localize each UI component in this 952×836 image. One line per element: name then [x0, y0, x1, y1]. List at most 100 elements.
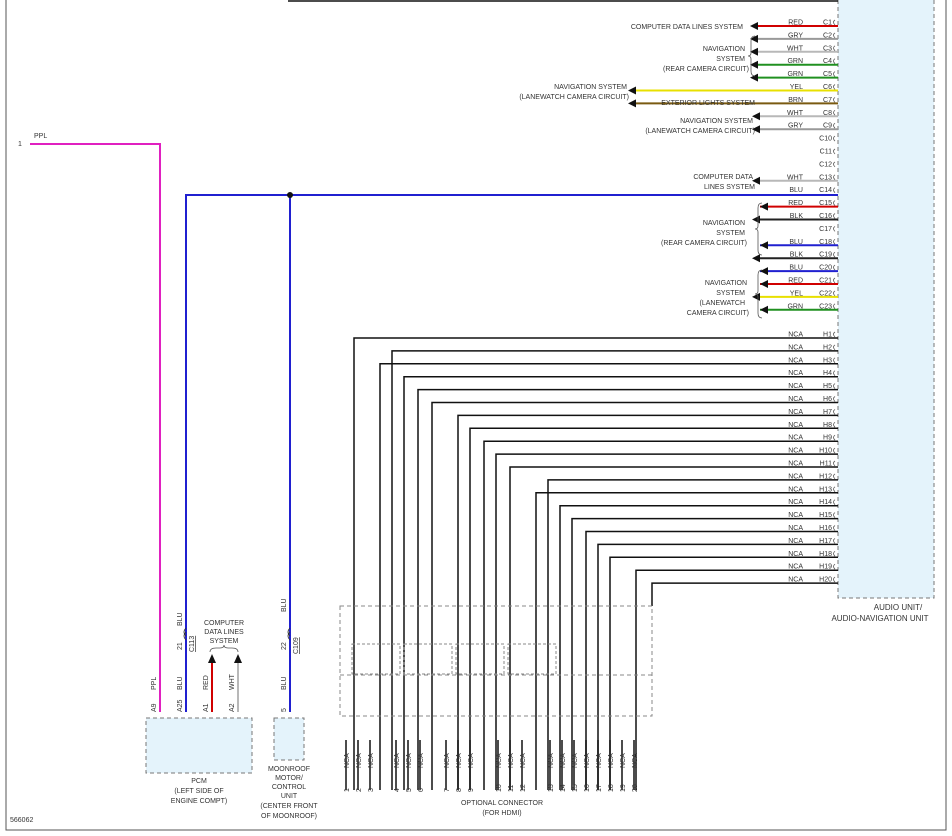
c-pin-arrow-out	[750, 34, 758, 43]
c-pin-arrow-out	[752, 112, 760, 121]
exterior-lights-label: EXTERIOR LIGHTS SYSTEM	[661, 100, 755, 107]
h-pin-wire	[547, 479, 838, 790]
h-pin-wire-color: NCA	[788, 577, 803, 584]
c-pin-connector	[833, 174, 836, 181]
c-pin-label: C18	[819, 239, 832, 246]
moonroof-wire-above: BLU	[281, 598, 288, 612]
pcm-wire-a9: PPL	[151, 677, 158, 690]
h-pin-wire	[585, 530, 838, 790]
h-pin-connector	[833, 460, 836, 467]
optional-pin-wire-color: NCA	[456, 753, 463, 768]
c-pin-wire-color: RED	[788, 200, 803, 207]
h-pin-label: H18	[819, 551, 832, 558]
c-pin-label: C6	[823, 84, 832, 91]
pcm-sub-label-2: DATA LINES	[204, 629, 244, 636]
optional-pin-wire-color: NCA	[344, 753, 351, 768]
h-pin-wire-color: NCA	[788, 332, 803, 339]
h-pin-connector	[833, 447, 836, 454]
c-pin-wire-color: RED	[788, 20, 803, 27]
shield-box-3	[455, 643, 505, 675]
c-pin-label: C1	[823, 20, 832, 27]
optional-pin-number: 3	[368, 788, 375, 792]
moonroof-wire-label: BLU	[281, 676, 288, 690]
c-pin-connector	[833, 122, 836, 129]
optional-pin-wire-color: NCA	[548, 753, 555, 768]
h-pin-wire-color: NCA	[788, 486, 803, 493]
h-pin-wire-color: NCA	[788, 448, 803, 455]
c-pin-connector	[833, 32, 836, 39]
optional-pin-number: 16	[584, 784, 591, 792]
c-pin-label: C20	[819, 265, 832, 272]
h-pin-label: H8	[823, 422, 832, 429]
blu-splice	[287, 192, 293, 198]
optional-pin-number: 2	[356, 788, 363, 792]
c-pin-arrow-out	[750, 22, 758, 30]
diagram-frame	[5, 0, 947, 831]
pcm-wire-above: BLU	[177, 612, 184, 626]
c-pin-label: C15	[819, 200, 832, 207]
h-pin-wire	[495, 453, 838, 790]
optional-pin-wire-color: NCA	[418, 753, 425, 768]
h-pin-wire	[635, 569, 838, 790]
ppl-wire	[30, 143, 161, 712]
nav-lane-label-1a: NAVIGATION SYSTEM	[554, 84, 627, 91]
moonroof-label-4: UNIT	[281, 793, 298, 800]
c-pin-label: C4	[823, 58, 832, 65]
h-pin-wire	[379, 363, 838, 790]
c-pin-connector	[833, 264, 836, 271]
c-pin-label: C3	[823, 45, 832, 52]
h-pin-wire-color: NCA	[788, 461, 803, 468]
pcm-pin-a25: A25	[177, 699, 184, 712]
nav-rear-label-2a: NAVIGATION	[703, 220, 745, 227]
computer-data-label-2a: COMPUTER DATA	[693, 174, 753, 181]
c-pin-connector	[833, 277, 836, 284]
c-pin-label: C7	[823, 97, 832, 104]
optional-pin-wire-color: NCA	[584, 753, 591, 768]
h-pin-wire-color: NCA	[788, 551, 803, 558]
c-pin-arrow-out	[750, 73, 758, 82]
h-pin-label: H3	[823, 357, 832, 364]
h-pin-wire-color: NCA	[788, 564, 803, 571]
h-pin-label: H1	[823, 332, 832, 339]
h-pin-wire-color: NCA	[788, 525, 803, 532]
nav-lane-label-3a: NAVIGATION	[705, 280, 747, 287]
nav-lane-brace-3	[754, 269, 763, 319]
c-pin-connector	[833, 238, 836, 245]
h-pin-wire	[509, 466, 838, 790]
c-pin-arrow-out	[752, 176, 760, 185]
moonroof-connector-symbol	[287, 627, 291, 641]
c-pin-connector	[833, 45, 836, 52]
optional-pin-number: 8	[456, 788, 463, 792]
h-pin-group: H1NCAH2NCAH3NCAH4NCAH5NCAH6NCAH7NCAH8NCA…	[353, 332, 838, 790]
h-pin-label: H11	[820, 461, 832, 468]
h-pin-connector	[833, 576, 836, 583]
c-pin-label: C11	[820, 149, 832, 156]
h-pin-connector	[833, 396, 836, 402]
h-pin-wire-color: NCA	[788, 499, 803, 506]
h-pin-label: H10	[819, 448, 832, 455]
shield-box-4	[507, 643, 557, 675]
c-pin-wire-color: WHT	[787, 45, 804, 52]
h-pin-wire	[535, 492, 838, 790]
nav-lane-label-2a: NAVIGATION SYSTEM	[680, 118, 753, 125]
h-pin-wire-color: NCA	[788, 435, 803, 442]
c-pin-arrow-in	[760, 202, 768, 211]
c-pin-label: C8	[823, 110, 832, 117]
h-pin-label: H16	[819, 525, 832, 532]
optional-pin-number: 14	[560, 784, 567, 792]
optional-pin-number: 5	[406, 788, 413, 792]
h-pin-connector	[833, 370, 836, 376]
optional-connector-label-1: OPTIONAL CONNECTOR	[461, 800, 543, 807]
c-pin-label: C14	[819, 187, 832, 194]
moonroof-connector-id: C109	[293, 637, 300, 654]
h-pin-wire-color: NCA	[788, 409, 803, 416]
h-pin-connector	[833, 473, 836, 480]
optional-pin-wire-color: NCA	[608, 753, 615, 768]
c-pin-arrow-in	[760, 241, 768, 250]
nav-rear-label-1c: (REAR CAMERA CIRCUIT)	[663, 66, 749, 73]
pcm-wire-a2: WHT	[229, 673, 236, 690]
optional-pin-number: 15	[572, 784, 579, 792]
c-pin-arrow-in	[760, 280, 768, 288]
pcm-pin-a2: A2	[229, 703, 236, 712]
h-pin-connector	[833, 550, 836, 557]
